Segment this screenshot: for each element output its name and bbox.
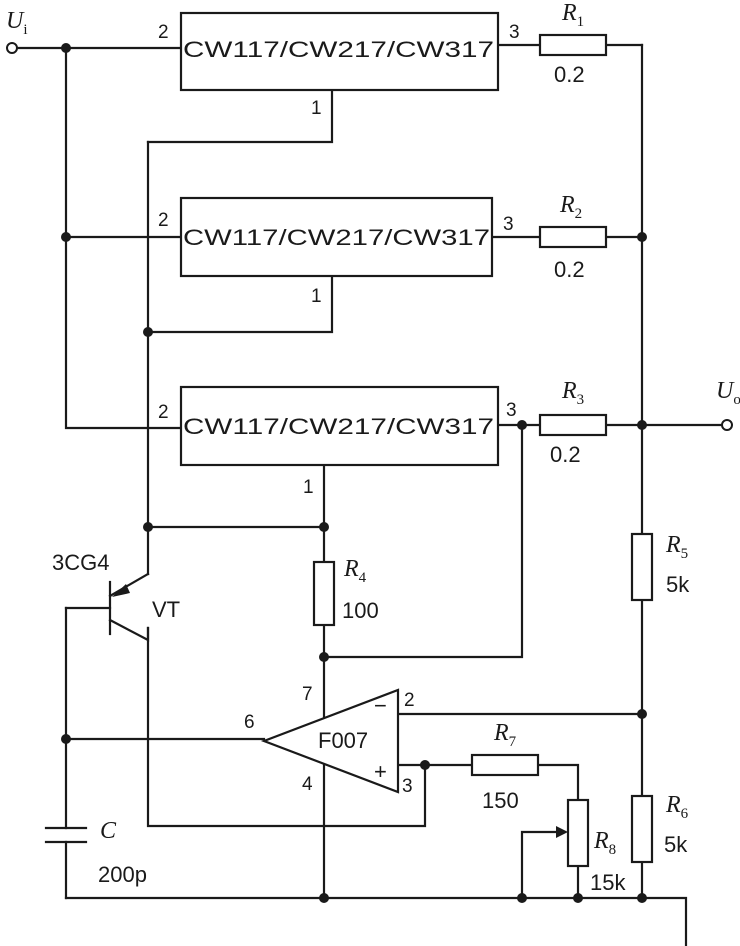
emitter-arrow-icon: [112, 584, 130, 597]
resistor-r3-name: R3: [561, 378, 584, 408]
junction-dots: [61, 43, 647, 903]
wire-ground-bus: [64, 896, 688, 946]
resistor-r8-name: R8: [593, 828, 616, 858]
resistor-r7: R7 150: [470, 720, 540, 813]
transistor-part: 3CG4: [52, 550, 109, 575]
opamp-pin-vplus: 7: [302, 684, 313, 705]
input-label: Ui: [6, 8, 28, 38]
resistor-r5: R5 5k: [630, 532, 690, 602]
transistor-name: VT: [152, 597, 180, 622]
wiper-arrow-icon: [556, 826, 568, 838]
resistor-r3: R3 0.2: [538, 378, 608, 467]
resistor-r1: R1 0.2: [538, 0, 608, 87]
opamp-pin-inv: 2: [404, 690, 415, 711]
opamp-pin-noninv: 3: [402, 776, 413, 797]
resistor-r4-name: R4: [343, 556, 367, 586]
resistor-r8-value: 15k: [590, 870, 626, 895]
resistor-r5-value: 5k: [666, 572, 690, 597]
regulator-1-label: CW117/CW217/CW317: [183, 37, 494, 62]
capacitor-value: 200p: [98, 862, 147, 887]
capacitor-name: C: [100, 818, 117, 844]
regulator-2-pin-in: 2: [158, 210, 169, 231]
potentiometer-r8: R8 15k: [556, 798, 626, 895]
opamp-label: F007: [318, 728, 368, 753]
regulator-3: CW117/CW217/CW317 2 3 1: [158, 385, 517, 498]
wire-sense: [322, 423, 524, 659]
resistor-r2-name: R2: [559, 192, 582, 222]
wire-wiper: [520, 830, 562, 900]
wire-adj1: [146, 88, 334, 144]
regulator-1-pin-adj: 1: [311, 98, 322, 119]
regulator-1-pin-in: 2: [158, 22, 169, 43]
wire-noninv-drop: [146, 626, 427, 828]
regulator-2-label: CW117/CW217/CW317: [183, 225, 490, 250]
opamp-pin-vminus: 4: [302, 774, 313, 795]
resistor-r7-value: 150: [482, 788, 519, 813]
wire-noninv-input: [396, 763, 580, 802]
capacitor-c: C 200p: [44, 818, 147, 887]
resistor-r7-name: R7: [493, 720, 517, 750]
resistor-r1-value: 0.2: [554, 62, 585, 87]
output-label: Uo: [716, 378, 740, 408]
regulator-3-pin-out: 3: [506, 400, 517, 421]
regulator-1: CW117/CW217/CW317 2 3 1: [158, 11, 520, 119]
resistor-r4: R4 100: [312, 556, 379, 627]
regulator-2-pin-out: 3: [503, 214, 514, 235]
wire-input-bus: [64, 46, 183, 430]
opamp-plus-sign: +: [374, 759, 387, 784]
wire-adj2: [146, 274, 334, 334]
regulator-1-pin-out: 3: [509, 22, 520, 43]
regulator-3-pin-adj: 1: [303, 477, 314, 498]
input-terminal: Ui: [6, 8, 28, 54]
resistor-r2-value: 0.2: [554, 257, 585, 282]
resistor-r3-value: 0.2: [550, 442, 581, 467]
resistor-r2: R2 0.2: [538, 192, 608, 282]
resistor-r5-name: R5: [665, 532, 688, 562]
resistor-r6-value: 5k: [664, 832, 688, 857]
resistor-r1-name: R1: [561, 0, 584, 30]
wires: [14, 43, 724, 946]
opamp-pin-out: 6: [244, 712, 255, 733]
resistor-r4-value: 100: [342, 598, 379, 623]
resistor-r6-name: R6: [665, 792, 689, 822]
regulator-2-pin-adj: 1: [311, 286, 322, 307]
regulator-3-pin-in: 2: [158, 402, 169, 423]
opamp-f007: F007 − + 6 7 2 3 4: [244, 684, 415, 797]
regulator-3-label: CW117/CW217/CW317: [183, 414, 494, 439]
transistor-vt: 3CG4 VT: [52, 550, 180, 642]
regulator-2: CW117/CW217/CW317 2 3 1: [158, 196, 514, 307]
resistor-r6: R6 5k: [630, 792, 689, 864]
opamp-minus-sign: −: [374, 693, 387, 718]
output-terminal: Uo: [716, 378, 740, 431]
